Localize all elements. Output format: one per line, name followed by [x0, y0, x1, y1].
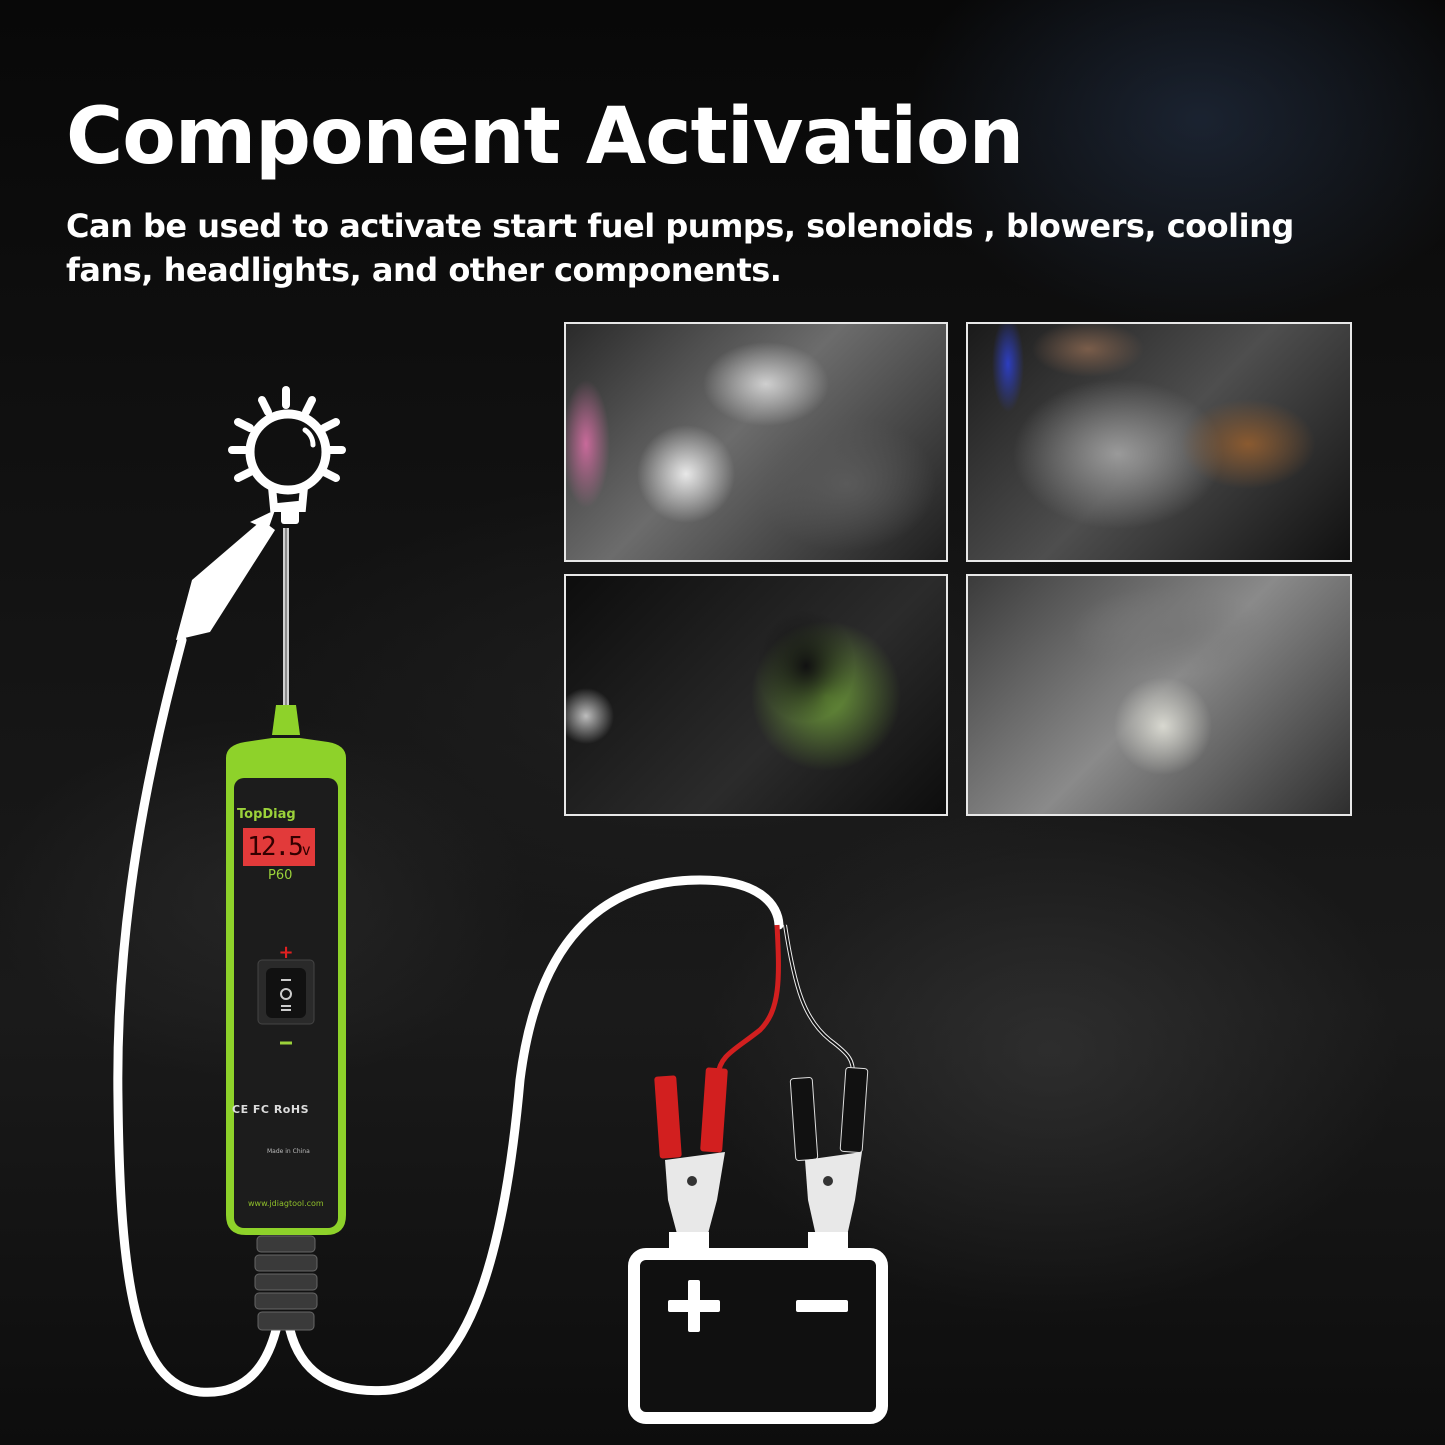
red-clip-icon	[654, 1067, 728, 1245]
strain-relief	[254, 1235, 318, 1331]
voltage-display: 12.5v	[243, 828, 315, 866]
photo-chrome-engine: chrome-v8-engine	[966, 322, 1352, 562]
component-photo-grid: engine-bay-toyota chrome-v8-engine blowe…	[564, 322, 1352, 816]
black-lead	[783, 924, 855, 1076]
certification-marks: CE FC RoHS	[232, 1103, 309, 1116]
page-title: Component Activation	[66, 92, 1024, 182]
photo-engine-bay: engine-bay-toyota	[564, 322, 948, 562]
photo-cooling-fan: engine-cooling-fan	[966, 574, 1352, 816]
white-cable	[113, 635, 784, 1397]
power-probe-device: +	[226, 738, 346, 1331]
made-in-label: Made in China	[267, 1148, 310, 1155]
black-clip-icon	[789, 1067, 869, 1245]
photo-blower-motor: blower-motor-wiring	[564, 574, 948, 816]
device-model: P60	[268, 868, 293, 883]
alligator-clip-icon	[176, 510, 275, 640]
battery-icon	[628, 1232, 888, 1424]
rocker-switch-icon	[266, 968, 306, 1018]
plus-label: +	[278, 942, 293, 963]
device-url: www.jdiagtool.com	[248, 1199, 324, 1208]
device-brand: TopDiag	[237, 807, 296, 822]
red-lead	[715, 924, 781, 1076]
page-subtitle: Can be used to activate start fuel pumps…	[66, 207, 1294, 289]
light-bulb-icon	[228, 386, 346, 512]
